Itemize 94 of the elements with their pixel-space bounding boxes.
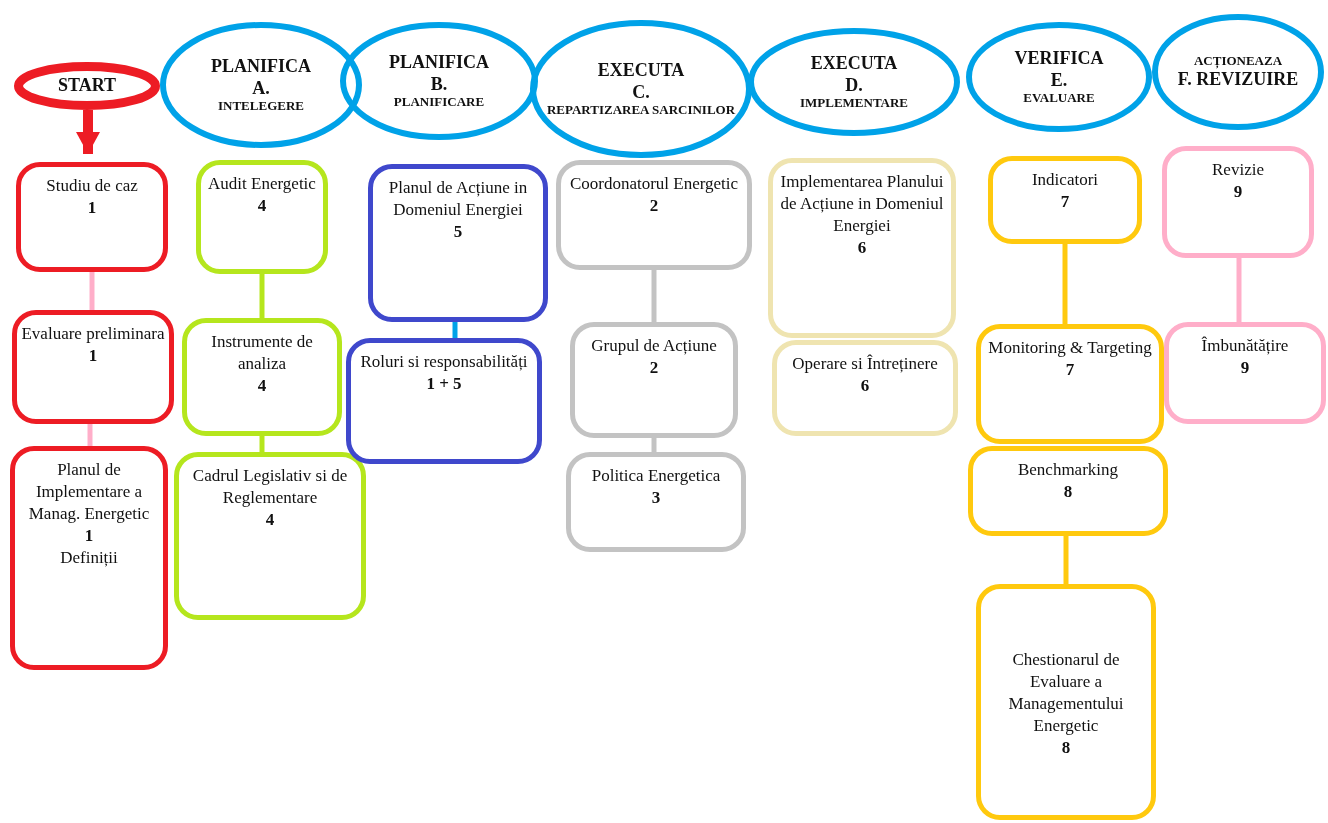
- step-number: 1: [88, 345, 98, 368]
- step-number: 4: [257, 375, 267, 398]
- phase-title: B.: [430, 73, 448, 96]
- step-box: [12, 310, 174, 424]
- step-number: 9: [1233, 181, 1243, 204]
- step-label: Coordonatorul Energetic: [569, 173, 739, 195]
- phase-title: C.: [632, 81, 650, 104]
- phase-title: REPARTIZAREA SARCINILOR: [546, 103, 736, 119]
- step-box: [1164, 322, 1326, 424]
- connector-line: [259, 433, 265, 454]
- step-label: Audit Energetic: [208, 173, 316, 195]
- phase-ellipse: [1152, 14, 1324, 130]
- step-number: 4: [257, 195, 267, 218]
- step-label: Instrumente de analiza: [210, 331, 314, 376]
- step-number: 2: [649, 195, 659, 218]
- step-box: [976, 324, 1164, 444]
- step-number: 1: [87, 197, 97, 220]
- step-box: [16, 162, 168, 272]
- connector-line: [1062, 241, 1068, 326]
- step-box: [10, 446, 168, 670]
- phase-label: START: [57, 75, 117, 97]
- step-box: [368, 164, 548, 322]
- step-box: [566, 452, 746, 552]
- phase-ellipse: [748, 28, 960, 136]
- step-box: [772, 340, 958, 436]
- start-ellipse: [14, 62, 160, 110]
- phase-title: EVALUARE: [1023, 91, 1095, 107]
- step-box: [346, 338, 542, 464]
- step-number: 5: [453, 221, 463, 244]
- phase-label: PLANIFICA: [211, 55, 311, 78]
- step-label: Definiții: [60, 547, 118, 570]
- step-label: Roluri si responsabilități: [360, 351, 528, 373]
- step-number: 4: [265, 509, 275, 532]
- phase-label: EXECUTA: [810, 52, 898, 75]
- step-box: [1162, 146, 1314, 258]
- step-label: Planul de Acțiune in Domeniul Energiei: [387, 177, 529, 222]
- step-number: 2: [649, 357, 659, 380]
- step-number: 1 + 5: [426, 373, 462, 396]
- step-number: 1: [84, 525, 94, 548]
- step-label: Îmbunătățire: [1201, 335, 1289, 357]
- step-label: Operare si Întreținere: [792, 353, 938, 375]
- phase-ellipse: [340, 22, 538, 140]
- phase-label: VERIFICA: [1014, 47, 1104, 70]
- step-number: 8: [1061, 737, 1071, 760]
- connector-line: [89, 269, 95, 312]
- step-box: [556, 160, 752, 270]
- connector-line: [1236, 255, 1242, 324]
- step-box: [174, 452, 366, 620]
- phase-title: A.: [252, 77, 270, 100]
- step-box: [570, 322, 738, 438]
- step-label: Monitoring & Targeting: [988, 337, 1152, 359]
- step-box: [196, 160, 328, 274]
- step-label: Benchmarking: [1017, 459, 1119, 481]
- arrow: [76, 110, 100, 154]
- connector-line: [651, 267, 657, 324]
- phase-title: PLANIFICARE: [393, 95, 485, 111]
- phase-label: ACȚIONEAZA: [1193, 53, 1283, 69]
- step-number: 3: [651, 487, 661, 510]
- step-number: 6: [860, 375, 870, 398]
- phase-title: F. REVIZUIRE: [1177, 68, 1299, 91]
- step-box: [182, 318, 342, 436]
- step-label: Studiu de caz: [46, 175, 138, 197]
- step-number: 7: [1065, 359, 1075, 382]
- phase-ellipse: [530, 20, 752, 158]
- step-box: [988, 156, 1142, 244]
- step-label: Cadrul Legislativ si de Reglementare: [191, 465, 349, 510]
- step-number: 8: [1063, 481, 1073, 504]
- phase-title: IMPLEMENTARE: [799, 96, 909, 112]
- phase-title: INTELEGERE: [218, 99, 304, 115]
- step-label: Planul de Implementare a Manag. Energetic: [27, 459, 151, 526]
- phase-ellipse: [966, 22, 1152, 132]
- connector-line: [1063, 533, 1069, 586]
- step-label: Grupul de Acțiune: [591, 335, 717, 357]
- phase-label: PLANIFICA: [389, 51, 489, 74]
- step-label: Politica Energetica: [591, 465, 721, 487]
- phase-label: EXECUTA: [597, 59, 685, 82]
- connector-line: [259, 271, 265, 320]
- step-box: [968, 446, 1168, 536]
- phase-title: E.: [1050, 69, 1068, 92]
- step-label: Revizie: [1212, 159, 1264, 181]
- phase-ellipse: [160, 22, 362, 148]
- step-label: Indicatori: [1031, 169, 1099, 191]
- phase-title: D.: [845, 74, 863, 97]
- step-number: 6: [857, 237, 867, 260]
- step-label: Implementarea Planului de Acțiune in Domeniul Energiei: [779, 171, 945, 238]
- connector-line: [651, 435, 657, 454]
- connector-line: [452, 319, 458, 340]
- step-label: Chestionarul de Evaluare a Managementului Energetic: [1007, 648, 1125, 738]
- step-label: Evaluare preliminara: [21, 323, 165, 345]
- step-box: [768, 158, 956, 338]
- step-box: [976, 584, 1156, 820]
- step-number: 9: [1240, 357, 1250, 380]
- connector-line: [87, 421, 93, 448]
- step-number: 7: [1060, 191, 1070, 214]
